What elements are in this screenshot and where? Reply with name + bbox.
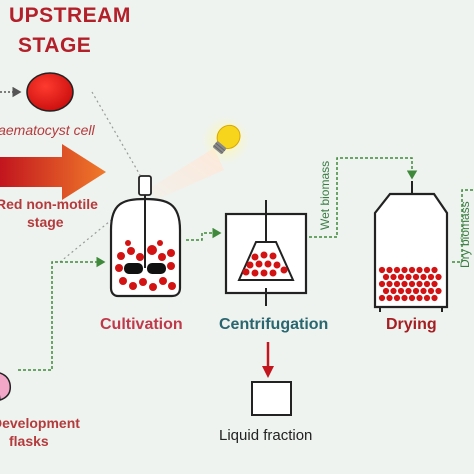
- biomass-dot: [435, 287, 442, 295]
- bioreactor-icon: [109, 175, 182, 298]
- flow-drying-out: [452, 189, 474, 263]
- stage-arrow-icon: [0, 144, 106, 200]
- biomass-dot: [378, 294, 386, 302]
- biomass-dot: [393, 294, 401, 302]
- biomass-dot: [408, 266, 416, 274]
- wet-biomass-label: Wet biomass: [318, 160, 332, 230]
- light-beam: [150, 148, 224, 200]
- biomass-dot: [401, 294, 408, 302]
- biomass-dot: [390, 287, 397, 295]
- biomass-dot: [420, 287, 427, 295]
- flask-icon: [0, 372, 12, 401]
- stage-label-line-1: Red non-motile: [0, 196, 98, 212]
- biomass-dot: [405, 287, 412, 295]
- biomass-dot: [416, 280, 423, 288]
- pointer-line-top: [91, 91, 141, 176]
- biomass-dot: [390, 273, 397, 281]
- liquid-fraction-label: Liquid fraction: [219, 427, 313, 444]
- biomass-dot: [423, 280, 431, 288]
- drying-label: Drying: [386, 316, 437, 333]
- biomass-dot: [423, 266, 431, 274]
- biomass-dot: [378, 280, 386, 288]
- flow-flask-to-cultivation: [18, 256, 106, 371]
- biomass-dot: [412, 287, 420, 295]
- biomass-dot: [416, 294, 423, 302]
- cell-icon: [26, 72, 74, 112]
- biomass-dot: [412, 273, 420, 281]
- biomass-dot: [420, 273, 427, 281]
- biomass-dot: [397, 273, 405, 281]
- cultivation-label: Cultivation: [100, 316, 183, 333]
- centrifugation-label: Centrifugation: [219, 316, 329, 333]
- biomass-dot: [386, 266, 393, 274]
- liquid-arrow-head: [262, 366, 274, 378]
- flow-centrifugation-to-drying: [309, 157, 418, 238]
- biomass-dot: [393, 266, 401, 274]
- biomass-dot: [416, 266, 423, 274]
- biomass-dot: [401, 266, 408, 274]
- centrifuge-icon: [224, 200, 308, 306]
- biomass-dot: [382, 287, 390, 295]
- biomass-dot: [386, 280, 393, 288]
- title-line-1: UPSTREAM: [9, 4, 131, 27]
- biomass-dot: [435, 273, 442, 281]
- biomass-dot: [427, 273, 435, 281]
- biomass-dot: [408, 294, 416, 302]
- biomass-dot: [386, 294, 393, 302]
- stage-label-line-2: stage: [27, 214, 64, 230]
- biomass-dot: [401, 280, 408, 288]
- biomass-dot: [427, 287, 435, 295]
- biomass-dot: [393, 280, 401, 288]
- light-bulb-icon: [202, 116, 250, 164]
- biomass-dot: [431, 280, 438, 288]
- biomass-dot: [382, 273, 390, 281]
- dry-biomass-label: Dry biomass: [458, 201, 472, 268]
- cell-label: Haematocyst cell: [0, 122, 95, 138]
- dryer-icon: [373, 181, 449, 312]
- biomass-dot: [408, 280, 416, 288]
- biomass-dot: [397, 287, 405, 295]
- flasks-label-line-1: Development: [0, 415, 80, 431]
- biomass-dot: [405, 273, 412, 281]
- biomass-dot: [378, 266, 386, 274]
- flow-cultivation-to-centrifugation: [186, 227, 222, 241]
- biomass-dot: [423, 294, 431, 302]
- flasks-label-line-2: flasks: [9, 433, 49, 449]
- liquid-container-icon: [251, 381, 292, 416]
- title-line-2: STAGE: [18, 34, 92, 57]
- biomass-dot: [431, 266, 438, 274]
- biomass-dot: [431, 294, 438, 302]
